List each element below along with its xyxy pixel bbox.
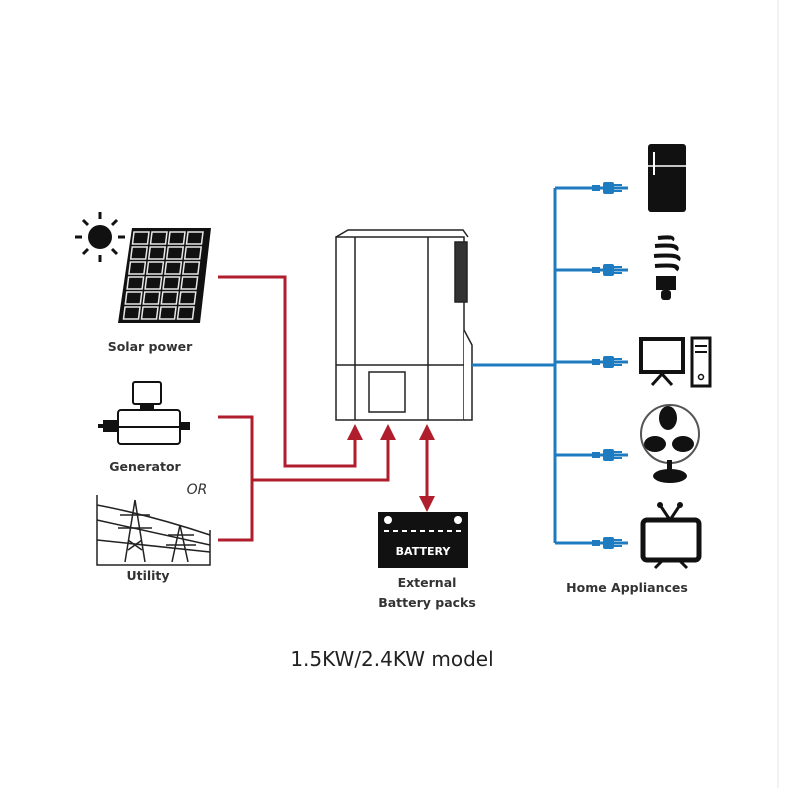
or-label: OR (187, 482, 208, 498)
battery-badge: BATTERY (396, 545, 452, 558)
inverter-icon (335, 229, 473, 421)
home-appliances-label: Home Appliances (566, 580, 688, 595)
solar-cell (129, 246, 149, 260)
solar-cell (146, 261, 165, 275)
solar-cell (126, 276, 145, 290)
solar-cell (128, 261, 147, 275)
solar-cell (160, 291, 179, 305)
solar-cell (140, 306, 159, 320)
solar-cell (167, 231, 186, 245)
plug-icon (592, 537, 622, 549)
output-wiring (472, 182, 628, 549)
battery-icon: BATTERY (378, 512, 468, 568)
solar-cell (144, 276, 163, 290)
light-bulb-icon (653, 235, 681, 300)
generator-icon (98, 381, 190, 445)
solar-cell (183, 246, 203, 260)
solar-cell (131, 231, 150, 245)
solar-cell (164, 261, 183, 275)
battery-label-line1: External (398, 575, 457, 590)
sun-icon (75, 212, 125, 262)
solar-cell (178, 291, 197, 305)
solar-cell (122, 306, 141, 320)
fan-icon (640, 404, 700, 483)
solar-cell (180, 276, 199, 290)
utility-label: Utility (126, 568, 169, 583)
solar-cell (162, 276, 181, 290)
solar-cell (147, 246, 167, 260)
utility-pylon-icon (96, 495, 211, 566)
input-wiring (218, 275, 435, 542)
computer-icon (639, 336, 712, 388)
solar-cell (124, 291, 143, 305)
plug-icon (592, 264, 622, 276)
solar-cell (165, 246, 185, 260)
plug-icon (592, 356, 622, 368)
solar-cell (158, 306, 177, 320)
solar-power-label: Solar power (108, 339, 193, 354)
tv-icon (640, 502, 702, 570)
refrigerator-icon (648, 144, 686, 212)
model-caption: 1.5KW/2.4KW model (290, 647, 493, 671)
solar-cell (142, 291, 161, 305)
solar-cell (149, 231, 168, 245)
plug-icon (592, 182, 622, 194)
solar-cell (185, 231, 204, 245)
battery-label-line2: Battery packs (378, 595, 476, 610)
generator-label: Generator (109, 459, 181, 474)
solar-cell (176, 306, 195, 320)
solar-panel-icon (118, 228, 211, 323)
solar-cell (182, 261, 201, 275)
plug-icon (592, 449, 622, 461)
